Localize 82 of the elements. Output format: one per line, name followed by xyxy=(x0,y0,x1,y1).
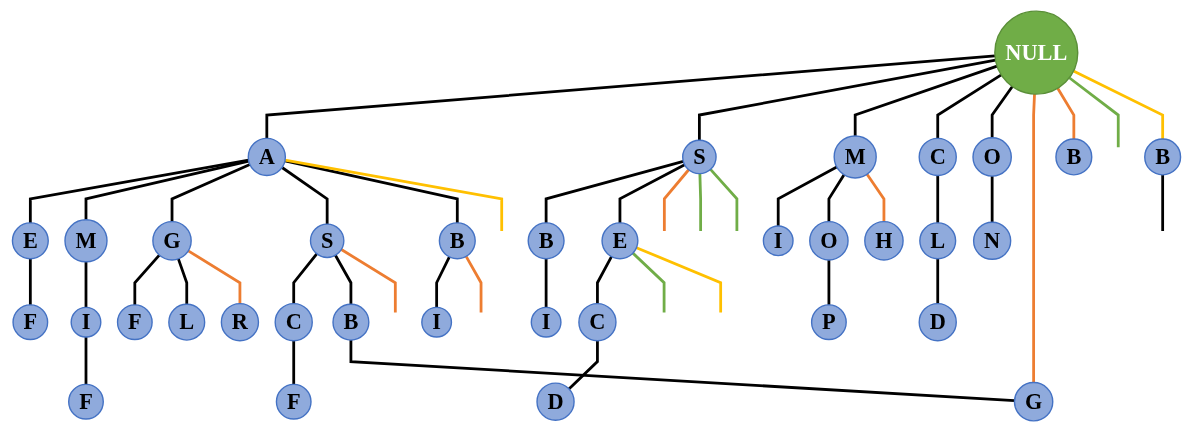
connector-line xyxy=(334,254,353,305)
tree-node: B xyxy=(1144,138,1182,176)
connector-line xyxy=(435,256,451,308)
connector-line xyxy=(349,340,1015,402)
connector-line xyxy=(464,255,483,313)
connector-line xyxy=(635,246,723,313)
connector-line xyxy=(827,259,831,305)
root-node: NULL xyxy=(994,10,1079,95)
connector-line xyxy=(853,64,998,136)
connector-line xyxy=(1068,76,1120,148)
connector-line xyxy=(936,73,1002,139)
connector-line xyxy=(84,159,250,220)
connector-line xyxy=(284,159,459,223)
tree-node: E xyxy=(11,222,49,260)
tree-node: D xyxy=(918,302,957,342)
connector-line xyxy=(865,173,886,222)
connector-line xyxy=(698,173,702,232)
tree-node: G xyxy=(152,220,192,261)
connector-line xyxy=(265,54,996,139)
tree-node: I xyxy=(762,225,794,257)
connector-line xyxy=(698,58,996,141)
tree-node: I xyxy=(421,306,453,338)
connector-line xyxy=(936,258,940,304)
tree-node: F xyxy=(275,383,312,420)
connector-line xyxy=(1161,174,1165,232)
tree-node: F xyxy=(68,383,104,420)
tree-node: C xyxy=(918,137,957,177)
tree-node: C xyxy=(578,302,617,342)
connector-line xyxy=(662,168,690,232)
connector-line xyxy=(596,255,613,304)
tree-node: I xyxy=(530,306,562,338)
tree-node: B xyxy=(527,222,565,260)
connector-line xyxy=(567,340,599,390)
tree-node: L xyxy=(919,222,957,260)
tree-node: D xyxy=(536,382,575,421)
connector-line xyxy=(1072,69,1165,140)
tree-node: O xyxy=(972,137,1012,177)
connector-line xyxy=(544,258,548,308)
tree-node: C xyxy=(274,302,313,342)
connector-line xyxy=(284,158,504,232)
connector-line xyxy=(709,168,739,232)
tree-node: R xyxy=(220,302,260,342)
connector-line xyxy=(28,158,249,223)
connector-line xyxy=(544,160,684,223)
connector-line xyxy=(84,261,88,308)
connector-line xyxy=(1032,94,1036,383)
tree-node: M xyxy=(833,135,877,179)
connector-line xyxy=(170,163,251,222)
connector-line xyxy=(618,163,686,223)
tree-node: H xyxy=(864,220,904,261)
connector-line xyxy=(776,165,838,226)
tree-node: F xyxy=(12,304,49,341)
tree-node: S xyxy=(309,223,345,259)
connector-line xyxy=(28,258,32,305)
connector-line xyxy=(133,254,161,305)
tree-node: A xyxy=(247,137,287,177)
tree-node: M xyxy=(64,219,108,263)
connector-line xyxy=(340,248,397,313)
tree-node: S xyxy=(682,139,717,175)
connector-line xyxy=(990,176,994,223)
tree-node: I xyxy=(70,306,102,338)
connector-line xyxy=(631,252,666,313)
tree-node: P xyxy=(810,304,847,341)
tree-node: N xyxy=(972,221,1012,260)
tree-node: B xyxy=(438,222,476,260)
connector-line xyxy=(990,85,1014,138)
tree-node: O xyxy=(809,220,849,261)
tree-node: G xyxy=(1013,381,1054,422)
connector-line xyxy=(292,340,296,385)
tree-node: B xyxy=(1055,138,1093,176)
tree-node: E xyxy=(601,222,639,260)
tree-node: F xyxy=(116,304,153,341)
connector-line xyxy=(187,249,242,304)
connector-line xyxy=(84,337,88,385)
tree-node: L xyxy=(168,303,206,341)
connector-line xyxy=(281,166,329,225)
connector-line xyxy=(1056,87,1076,140)
connector-line xyxy=(177,258,189,305)
tree-node: B xyxy=(332,303,370,341)
connector-line xyxy=(292,252,318,304)
connector-line xyxy=(936,175,940,223)
connector-line xyxy=(827,174,846,222)
